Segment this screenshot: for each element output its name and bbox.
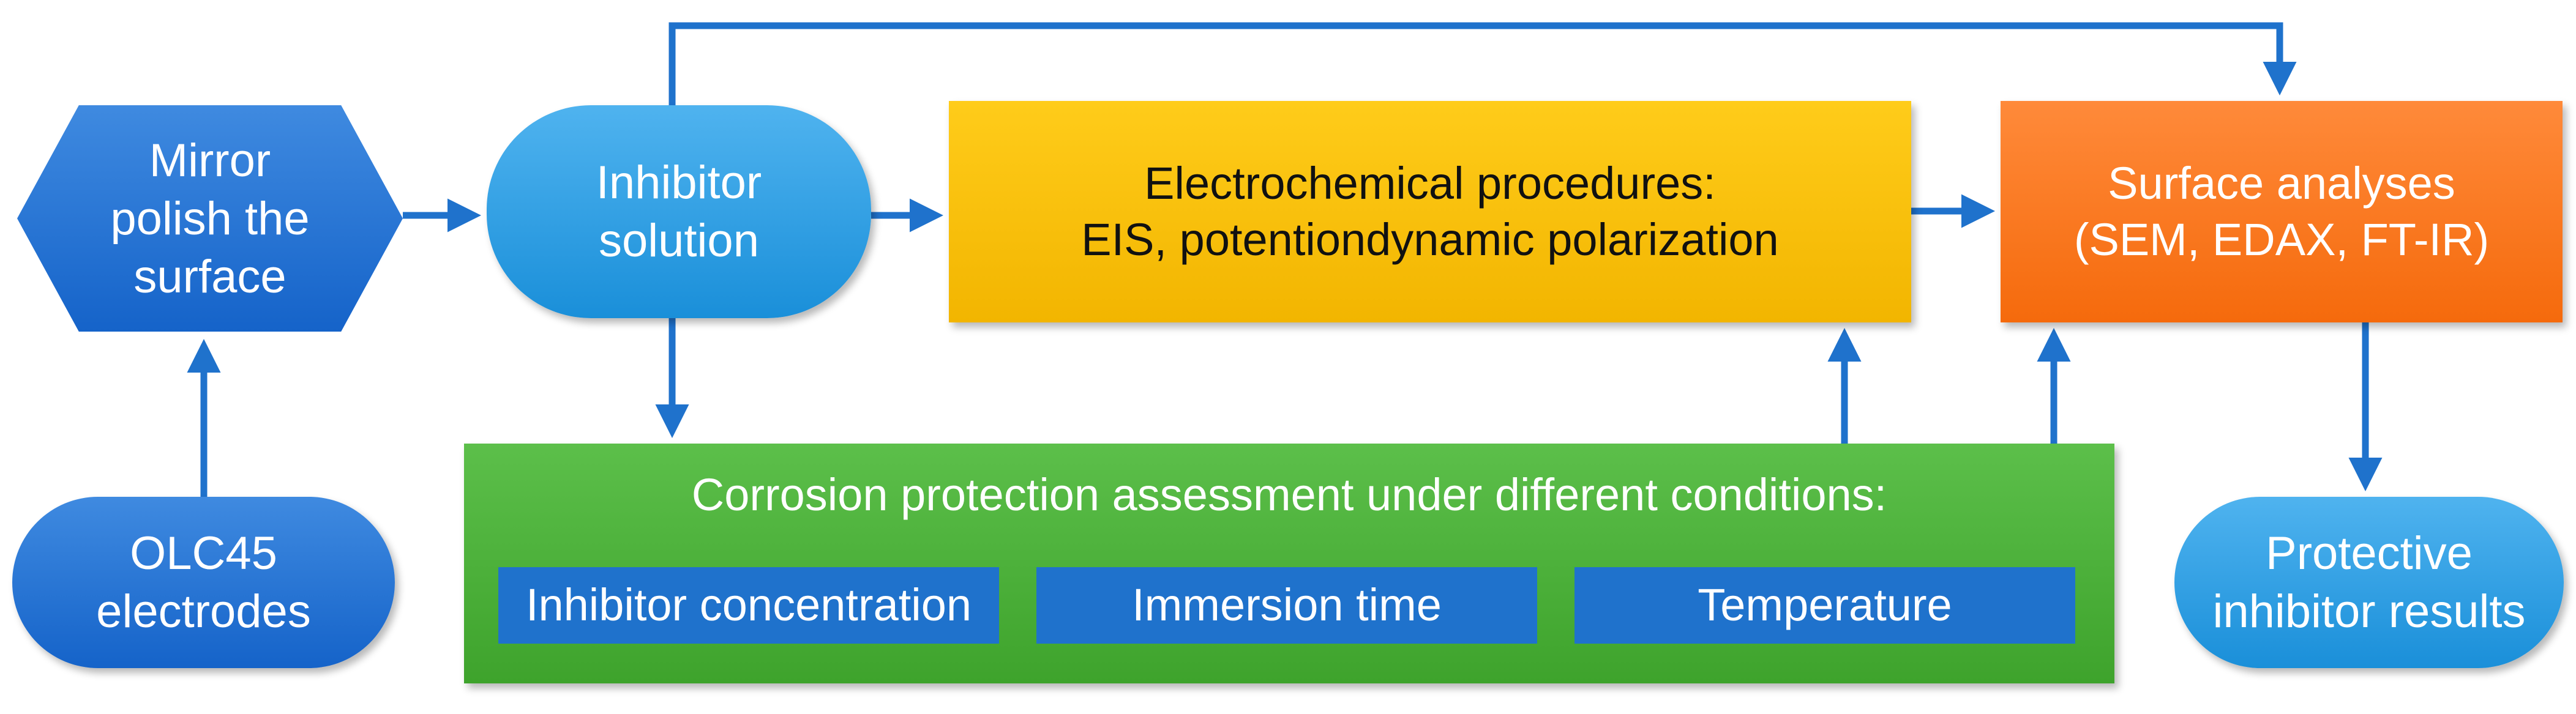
protective-results-node: Protective inhibitor results	[2174, 497, 2564, 668]
condition-immersion-time: Immersion time	[1036, 567, 1537, 644]
electrodes-label: OLC45 electrodes	[96, 527, 311, 638]
inhibitor-solution-node: Inhibitor solution	[487, 105, 871, 318]
surface-analyses-label: Surface analyses (SEM, EDAX, FT-IR)	[2073, 157, 2490, 266]
electrochemical-procedures-node: Electrochemical procedures: EIS, potenti…	[949, 101, 1911, 322]
surface-analyses-node: Surface analyses (SEM, EDAX, FT-IR)	[2001, 101, 2563, 322]
mirror-polish-label: Mirror polish the surface	[110, 134, 310, 303]
corrosion-assessment-title: Corrosion protection assessment under di…	[691, 469, 1887, 520]
electrodes-node: OLC45 electrodes	[12, 497, 395, 668]
electrochemical-procedures-label: Electrochemical procedures: EIS, potenti…	[1081, 157, 1779, 266]
mirror-polish-node: Mirror polish the surface	[17, 105, 403, 332]
protective-results-label: Protective inhibitor results	[2212, 527, 2526, 638]
corrosion-assessment-node: Corrosion protection assessment under di…	[464, 444, 2114, 683]
inhibitor-solution-label: Inhibitor solution	[596, 157, 762, 267]
condition-temperature: Temperature	[1574, 567, 2075, 644]
condition-inhibitor-concentration: Inhibitor concentration	[498, 567, 999, 644]
arrow-inhibitor-to-surface-top	[668, 22, 2297, 105]
